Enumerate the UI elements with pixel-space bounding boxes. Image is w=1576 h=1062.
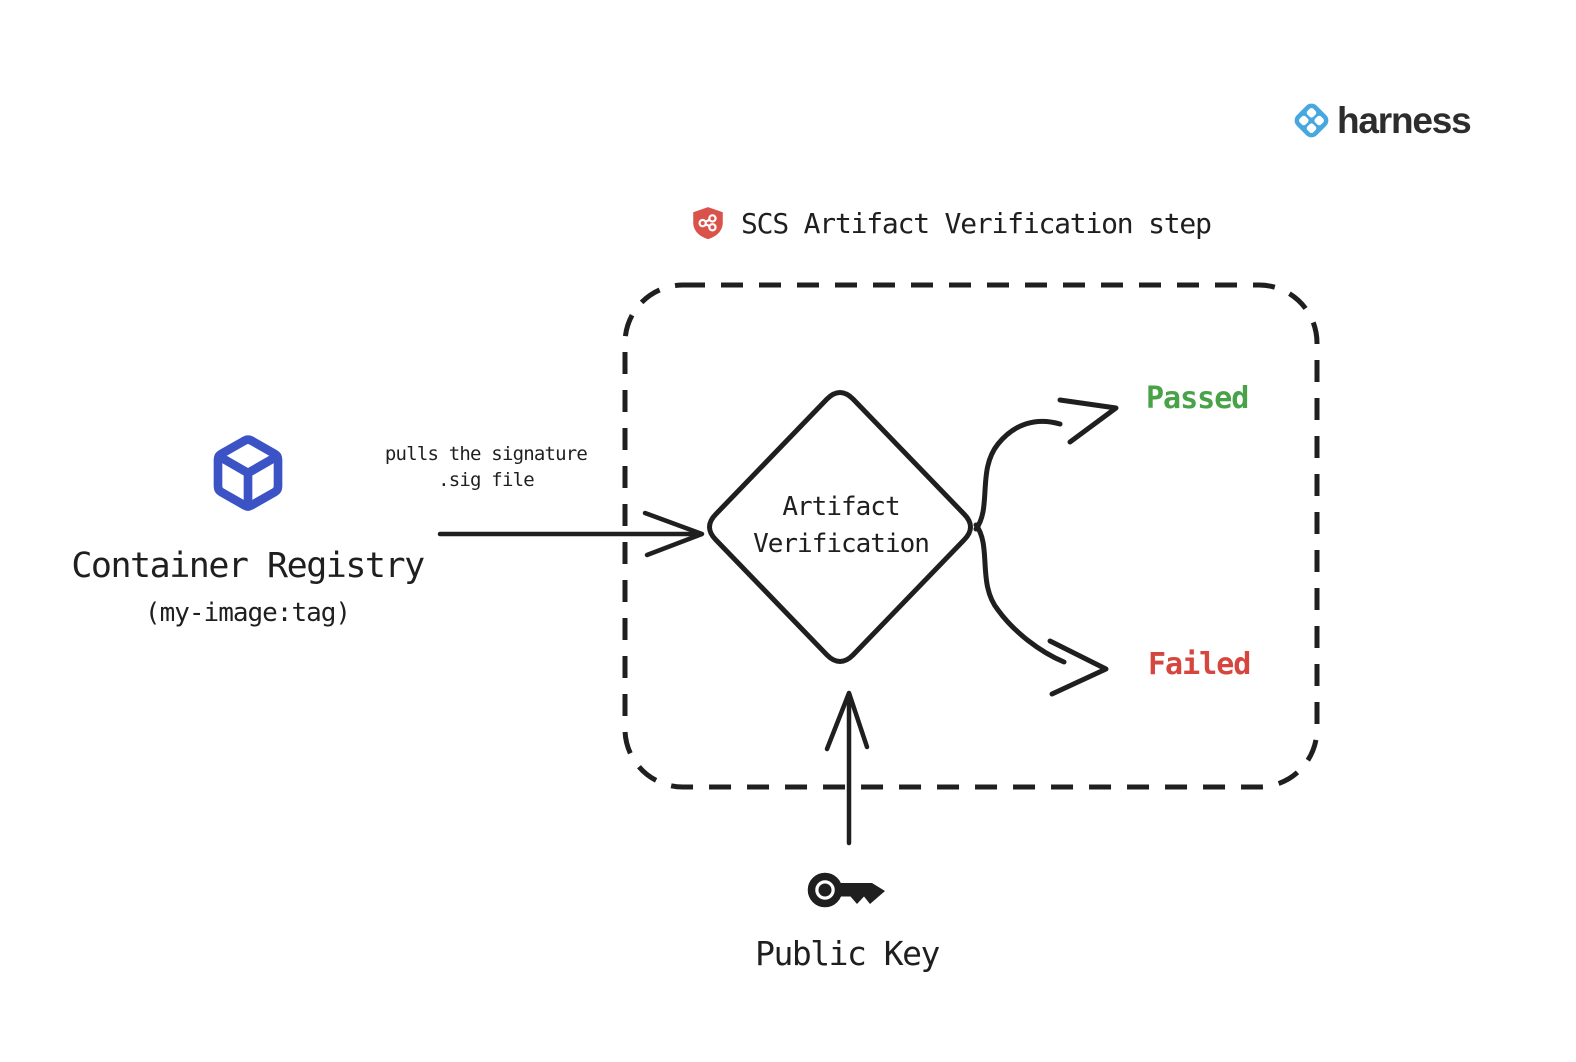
step-title: SCS Artifact Verification step: [690, 206, 1212, 240]
passed-label: Passed: [1146, 381, 1249, 416]
harness-icon: [1294, 103, 1329, 138]
public-key: Public Key: [742, 864, 952, 973]
pull-arrow-label-line2: .sig file: [438, 469, 535, 491]
decision-label: Artifact Verification: [715, 489, 967, 563]
harness-wordmark: harness: [1337, 100, 1472, 141]
pull-arrow-label-line1: pulls the signature: [384, 443, 588, 465]
registry-subtitle: (my-image:tag): [144, 598, 351, 628]
decision-diamond: [707, 390, 973, 664]
failed-label: Failed: [1148, 647, 1251, 682]
failed-branch-curve: [973, 522, 1067, 665]
step-title-text: SCS Artifact Verification step: [741, 206, 1212, 240]
decision-label-line1: Artifact: [782, 492, 900, 522]
public-key-label: Public Key: [755, 934, 940, 973]
container-cube-icon: [208, 430, 288, 516]
container-registry: Container Registry (my-image:tag): [40, 430, 455, 628]
verification-step-boundary: [622, 282, 1320, 790]
passed-arrow-head: [1057, 397, 1119, 445]
decision-label-line2: Verification: [753, 529, 930, 559]
failed-arrow-head: [1047, 638, 1109, 697]
key-icon: [804, 864, 890, 912]
pull-arrow-head: [642, 510, 705, 558]
registry-title: Container Registry: [71, 546, 425, 586]
shield-network-icon: [693, 207, 723, 240]
pull-arrow-label: pulls the signature .sig file: [372, 441, 600, 493]
public-key-arrow-head: [824, 690, 870, 752]
passed-branch-curve: [973, 418, 1063, 532]
harness-logo: harness: [1293, 100, 1472, 141]
